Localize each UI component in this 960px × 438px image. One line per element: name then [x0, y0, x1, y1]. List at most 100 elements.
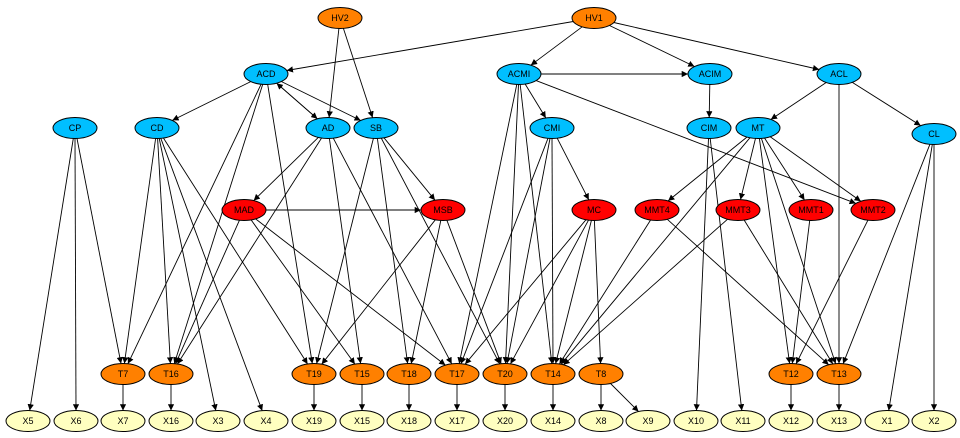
node-label: X1 — [881, 416, 892, 426]
node-label: ACMI — [508, 69, 531, 79]
node-cim: CIM — [686, 117, 732, 139]
node-shape — [578, 363, 624, 385]
node-label: X3 — [212, 416, 223, 426]
node-label: X17 — [449, 416, 465, 426]
node-hv1: HV1 — [571, 7, 617, 29]
node-x8: X8 — [578, 410, 624, 432]
node-label: ACD — [256, 69, 276, 79]
node-label: T18 — [401, 369, 417, 379]
edge-cp-to-x5 — [27, 138, 74, 411]
edge-mt-to-mmt4 — [667, 136, 748, 202]
edge-acmi-to-t14 — [519, 84, 555, 364]
edge-acd-to-t7 — [127, 84, 262, 364]
edge-hv1-to-acmi — [530, 26, 583, 66]
edge-cp-to-t7 — [76, 138, 123, 364]
node-label: X4 — [260, 416, 271, 426]
node-label: MMT2 — [860, 205, 886, 215]
node-label: CMI — [544, 123, 561, 133]
node-shape — [816, 363, 862, 385]
node-shape — [911, 123, 957, 145]
node-label: MMT4 — [644, 205, 670, 215]
edge-cd-to-x4 — [160, 138, 263, 411]
node-label: T12 — [783, 369, 799, 379]
node-mmt3: MMT3 — [715, 199, 761, 221]
node-x10: X10 — [673, 410, 719, 432]
node-acl: ACL — [816, 63, 862, 85]
node-x14: X14 — [530, 410, 576, 432]
edge-cmi-to-t17 — [460, 138, 549, 364]
node-label: MMT3 — [725, 205, 751, 215]
node-shape — [420, 199, 466, 221]
node-t19: T19 — [291, 363, 337, 385]
edge-cl-to-x1 — [886, 144, 933, 411]
edge-mt-to-t13 — [760, 138, 837, 364]
node-shape — [339, 410, 385, 432]
node-shape — [100, 410, 146, 432]
node-label: CP — [69, 123, 82, 133]
edge-hv1-to-acl — [613, 22, 820, 72]
edge-cd-to-x3 — [158, 138, 218, 411]
node-label: T13 — [831, 369, 847, 379]
node-x15: X15 — [339, 410, 385, 432]
edge-cmi-to-t20 — [505, 138, 551, 364]
edge-acl-to-mt — [770, 82, 827, 120]
node-t20: T20 — [482, 363, 528, 385]
node-cl: CL — [911, 123, 957, 145]
node-label: T8 — [596, 369, 607, 379]
node-acd: ACD — [243, 63, 289, 85]
edge-hv1-to-acd — [286, 21, 574, 73]
node-mmt4: MMT4 — [634, 199, 680, 221]
node-label: X15 — [354, 416, 370, 426]
node-cmi: CMI — [529, 117, 575, 139]
node-shape — [673, 410, 719, 432]
node-label: X2 — [928, 416, 939, 426]
edge-acmi-to-t17 — [457, 84, 518, 364]
edge-mc-to-t17 — [464, 219, 587, 365]
node-shape — [134, 117, 180, 139]
edge-sb-to-t19 — [315, 138, 374, 364]
node-shape — [529, 117, 575, 139]
node-x3: X3 — [195, 410, 241, 432]
node-shape — [53, 410, 99, 432]
node-shape — [496, 63, 542, 85]
edge-cd-to-t7 — [122, 138, 157, 364]
node-shape — [687, 63, 733, 85]
node-acim: ACIM — [687, 63, 733, 85]
edge-mad-to-t16 — [175, 220, 240, 364]
node-label: X16 — [163, 416, 179, 426]
node-label: ACL — [830, 69, 848, 79]
edge-mmt3-to-t13 — [743, 219, 834, 365]
node-shape — [148, 363, 194, 385]
node-shape — [816, 63, 862, 85]
node-x5: X5 — [5, 410, 51, 432]
edge-mt-to-mmt2 — [769, 136, 862, 202]
node-label: X19 — [306, 416, 322, 426]
node-label: AD — [322, 123, 335, 133]
edge-msb-to-t18 — [409, 220, 442, 364]
node-shape — [386, 410, 432, 432]
node-x12: X12 — [768, 410, 814, 432]
node-t12: T12 — [768, 363, 814, 385]
node-t15: T15 — [339, 363, 385, 385]
edge-msb-to-t20 — [446, 220, 502, 364]
node-label: X14 — [545, 416, 561, 426]
edges-layer — [27, 21, 938, 412]
node-msb: MSB — [420, 199, 466, 221]
node-label: CIM — [701, 123, 718, 133]
edge-cd-to-t19 — [163, 137, 308, 365]
node-label: T16 — [163, 369, 179, 379]
node-label: X5 — [22, 416, 33, 426]
node-shape — [291, 363, 337, 385]
node-shape — [634, 199, 680, 221]
node-label: T20 — [497, 369, 513, 379]
node-shape — [243, 410, 289, 432]
node-ad: AD — [305, 117, 351, 139]
node-label: X11 — [735, 416, 750, 426]
node-x17: X17 — [434, 410, 480, 432]
node-shape — [864, 410, 910, 432]
node-shape — [578, 410, 624, 432]
edge-sb-to-t20 — [380, 137, 501, 365]
node-shape — [686, 117, 732, 139]
node-shape — [100, 363, 146, 385]
